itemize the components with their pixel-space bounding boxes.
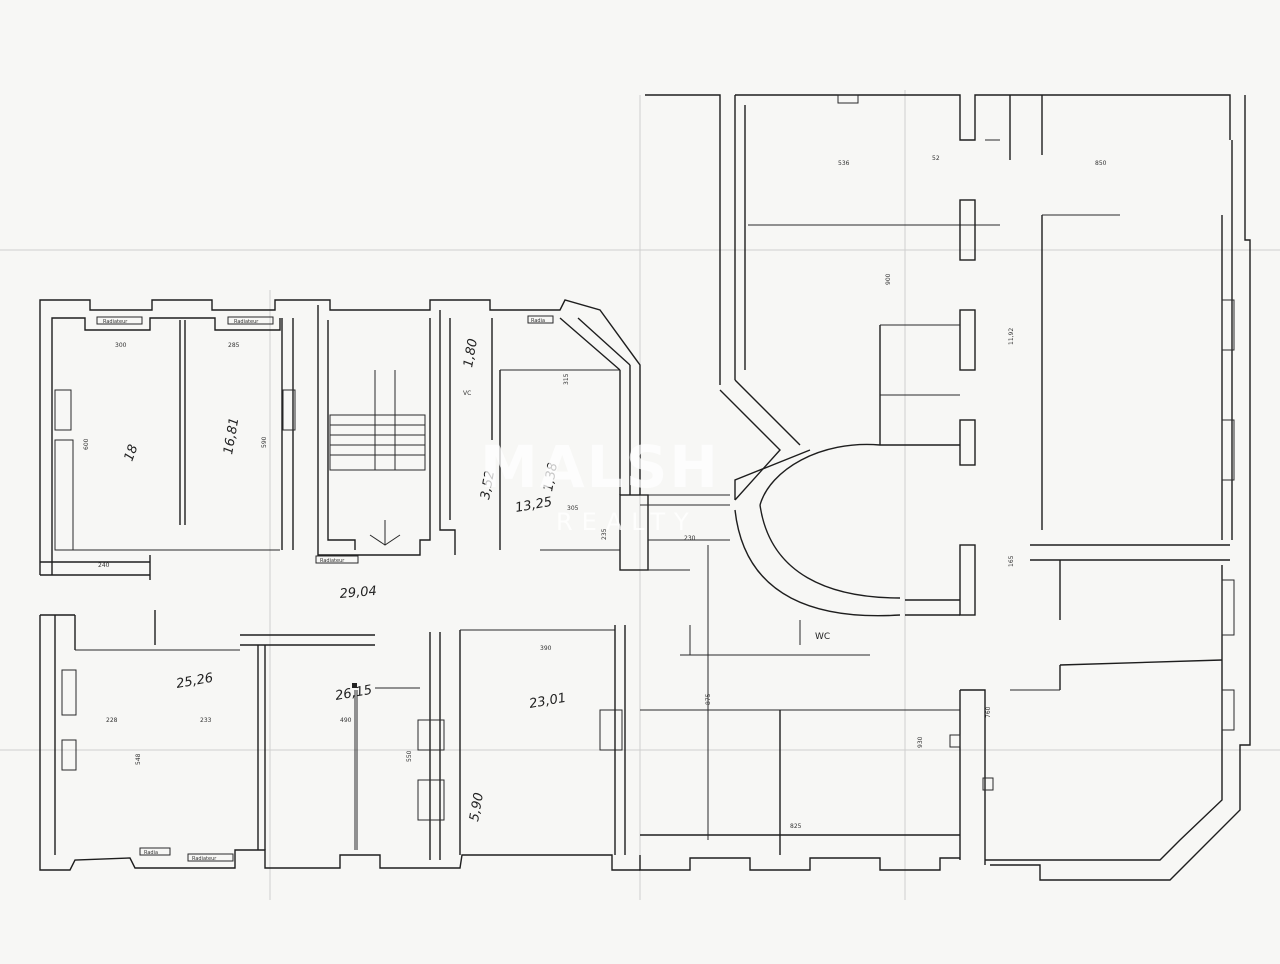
radiator-tags: Radiateur Radiateur Radia Radiateur Radi… <box>96 315 554 862</box>
radiator-tag-1: Radiateur <box>103 319 128 325</box>
watermark-brand: MALSH <box>480 433 720 501</box>
dim-235: 235 <box>601 528 608 540</box>
dim-305: 305 <box>567 505 579 512</box>
dim-233: 233 <box>200 717 212 724</box>
dim-850: 850 <box>1095 160 1107 167</box>
area-note-1325: 13,25 <box>514 495 553 516</box>
dim-875: 875 <box>705 693 712 705</box>
room-label-vc: VC <box>463 390 471 397</box>
dim-300: 300 <box>115 342 127 349</box>
radiator-tag-6: Radiateur <box>192 856 217 862</box>
area-note-138: 1,38 <box>541 462 561 493</box>
radiator-tag-3: Radia <box>531 318 545 324</box>
area-note-2301: 23,01 <box>528 691 567 712</box>
dim-825: 825 <box>790 823 802 830</box>
area-note-180: 1,80 <box>461 338 481 369</box>
room-label-wc: WC <box>815 632 830 642</box>
dim-536: 536 <box>838 160 850 167</box>
left-lower-block <box>39 610 640 871</box>
area-note-2904: 29,04 <box>339 584 377 602</box>
radiator-tag-2: Radiateur <box>234 319 259 325</box>
dim-165: 165 <box>1008 555 1015 567</box>
dimension-labels: 536 52 850 900 11,92 300 285 600 590 240… <box>83 155 1107 830</box>
area-note-1681: 16,81 <box>221 416 242 455</box>
dim-240: 240 <box>98 562 110 569</box>
area-note-590: 5,90 <box>467 792 487 823</box>
radiator-tag-5: Radia <box>144 850 158 856</box>
dim-52: 52 <box>932 155 940 162</box>
dim-548: 548 <box>135 753 142 765</box>
right-block <box>645 94 1251 881</box>
area-note-352: 3,52 <box>478 470 498 501</box>
dim-590: 590 <box>261 436 268 448</box>
dim-930: 930 <box>917 736 924 748</box>
area-note-18: 18 <box>122 443 142 464</box>
dim-490: 490 <box>340 717 352 724</box>
dim-285: 285 <box>228 342 240 349</box>
area-note-2615: 26,15 <box>334 683 373 704</box>
dim-315: 315 <box>563 373 570 385</box>
handwritten-annotations: 16,81 18 1,80 1,38 3,52 13,25 29,04 25,2… <box>122 338 568 823</box>
dim-600: 600 <box>83 438 90 450</box>
dim-230: 230 <box>684 535 696 542</box>
watermark: MALSH REALTY <box>480 433 720 536</box>
left-upper-block <box>39 299 730 580</box>
watermark-sub: REALTY <box>556 508 698 536</box>
dim-390: 390 <box>540 645 552 652</box>
area-note-2526: 25,26 <box>175 671 214 692</box>
dim-900: 900 <box>885 273 892 285</box>
dim-228: 228 <box>106 717 118 724</box>
center-lower-block <box>639 545 960 871</box>
dim-1192: 11,92 <box>1008 328 1015 345</box>
dim-760: 760 <box>985 706 992 718</box>
room-labels: VC WC <box>463 390 830 642</box>
radiator-tag-4: Radiateur <box>320 558 345 564</box>
curved-wc-corridor <box>719 379 976 617</box>
dim-550: 550 <box>406 750 413 762</box>
